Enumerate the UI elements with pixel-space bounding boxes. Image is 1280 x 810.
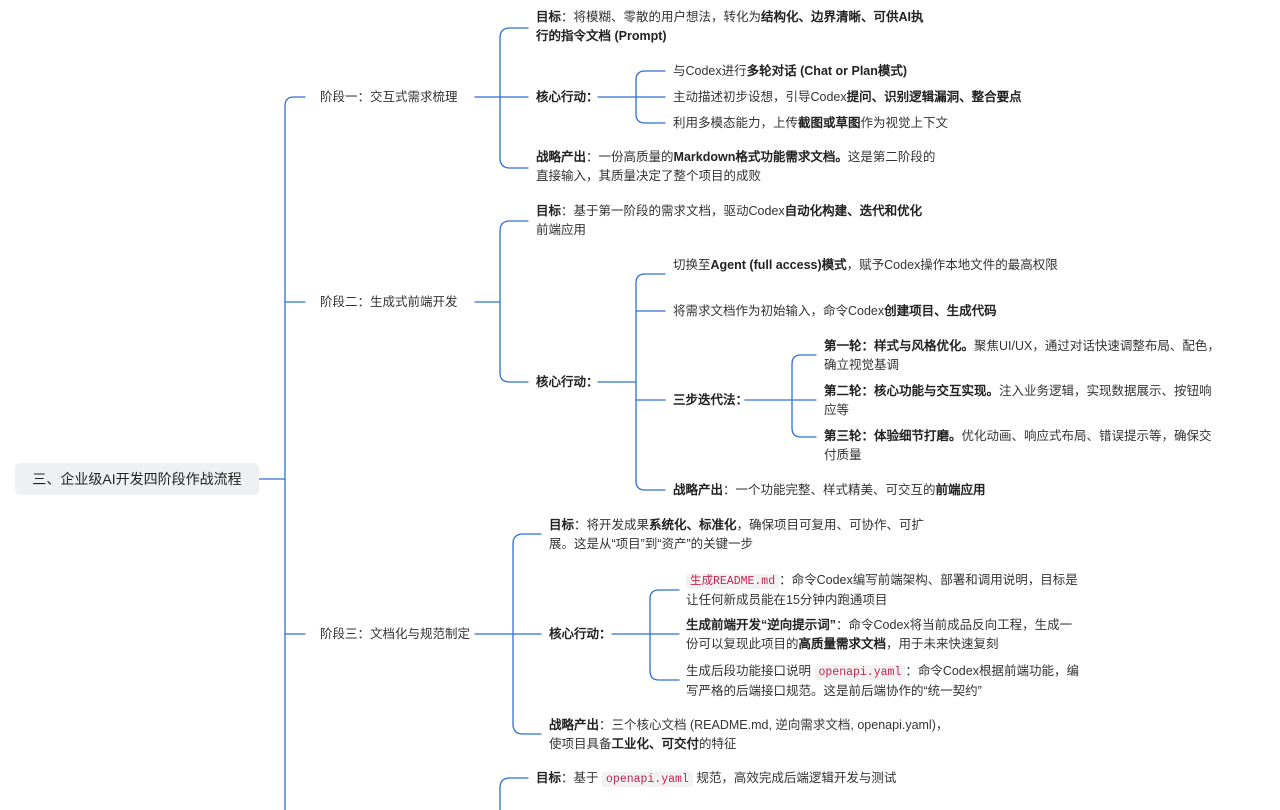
phase3-topic[interactable]: 阶段三：文档化与规范制定 [320, 627, 471, 641]
openapi-code: openapi.yaml [602, 772, 693, 787]
action-pre: 与Codex进行 [673, 64, 747, 78]
goal-key: 目标 [536, 204, 562, 218]
round-bold: 第二轮：核心功能与交互实现。 [824, 384, 1000, 398]
action-bold: 创建项目、生成代码 [884, 304, 997, 318]
action-bold: 多轮对话 (Chat or Plan模式) [746, 64, 908, 78]
phase2-output[interactable]: 战略产出：一个功能完整、样式精美、可交互的前端应用 [673, 481, 986, 500]
goal-post: ，确保项目可复用、可协作、可扩展。这是从“项目”到“资产”的关键一步 [549, 518, 925, 551]
iteration-round-2[interactable]: 第二轮：核心功能与交互实现。注入业务逻辑，实现数据展示、按钮响应等 [824, 382, 1224, 420]
output-bold: 前端应用 [935, 483, 986, 497]
output-post: 这是第二阶段的直接输入，其质量决定了整个项目的成败 [536, 150, 936, 183]
iteration-round-3[interactable]: 第三轮：体验细节打磨。优化动画、响应式布局、错误提示等，确保交付质量 [824, 427, 1224, 465]
round-text: 注入业务逻辑，实现数据展示、按钮响应等 [824, 384, 1212, 417]
phase3-action-readme[interactable]: 生成README.md：命令Codex编写前端架构、部署和调用说明，目标是让任何… [686, 571, 1081, 610]
action-bold: 提问、识别逻辑漏洞、整合要点 [846, 90, 1022, 104]
output-bold: 工业化、可交付 [611, 737, 700, 751]
goal-bold: 结构化、边界清晰、可供AI执行的指令文档 (Prompt) [536, 10, 924, 43]
goal-post: 规范，高效完成后端逻辑开发与测试 [696, 771, 897, 785]
phase1-actions-topic[interactable]: 核心行动： [536, 90, 599, 104]
phase3-output[interactable]: 战略产出：三个核心文档 (README.md, 逆向需求文档, openapi.… [549, 716, 949, 754]
goal-bold: 自动化构建、迭代和优化 [784, 204, 923, 218]
round-text: 优化动画、响应式布局、错误提示等，确保交付质量 [824, 429, 1212, 462]
phase2-topic[interactable]: 阶段二：生成式前端开发 [320, 295, 458, 309]
action-bold: 生成前端开发“逆向提示词” [686, 618, 837, 632]
action-post: ，赋予Codex操作本地文件的最高权限 [846, 258, 1058, 272]
phase1-action-1[interactable]: 与Codex进行多轮对话 (Chat or Plan模式) [673, 62, 907, 81]
phase4-goal[interactable]: 目标：基于 openapi.yaml 规范，高效完成后端逻辑开发与测试 [536, 769, 896, 789]
round-bold: 第三轮：体验细节打磨。 [824, 429, 962, 443]
round-text: 聚焦UI/UX，通过对话快速调整布局、配色，确立视觉基调 [824, 339, 1220, 372]
action-pre: 利用多模态能力，上传 [673, 116, 799, 130]
phase1-action-2[interactable]: 主动描述初步设想，引导Codex提问、识别逻辑漏洞、整合要点 [673, 88, 1022, 107]
phase1-topic[interactable]: 阶段一：交互式需求梳理 [320, 90, 458, 104]
goal-text: ：基于 [561, 771, 599, 785]
output-text: ：三个核心文档 (README.md, 逆向需求文档, openapi.yaml… [549, 718, 949, 751]
output-key: 战略产出 [536, 150, 587, 164]
phase2-actions-topic[interactable]: 核心行动： [536, 375, 599, 389]
root-topic[interactable]: 三、企业级AI开发四阶段作战流程 [15, 463, 259, 495]
action-pre: 将需求文档作为初始输入，命令Codex [673, 304, 885, 318]
goal-bold: 系统化、标准化 [649, 518, 737, 532]
goal-key: 目标 [536, 10, 562, 24]
output-text: ：一份高质量的 [586, 150, 674, 164]
output-key: 战略产出 [549, 718, 600, 732]
action-bold: 截图或草图 [798, 116, 861, 130]
action-bold: Agent (full access)模式 [710, 258, 847, 272]
phase2-action-1[interactable]: 切换至Agent (full access)模式，赋予Codex操作本地文件的最… [673, 256, 1063, 275]
goal-text: ：基于第一阶段的需求文档，驱动Codex [561, 204, 785, 218]
round-bold: 第一轮：样式与风格优化。 [824, 339, 975, 353]
phase1-action-3[interactable]: 利用多模态能力，上传截图或草图作为视觉上下文 [673, 114, 948, 133]
openapi-code: openapi.yaml [814, 665, 906, 680]
phase1-output[interactable]: 战略产出：一份高质量的Markdown格式功能需求文档。这是第二阶段的直接输入，… [536, 148, 936, 186]
action-pre: 主动描述初步设想，引导Codex [673, 90, 847, 104]
goal-text: ：将模糊、零散的用户想法，转化为 [561, 10, 762, 24]
goal-key: 目标 [549, 518, 575, 532]
action-text: ：命令Codex编写前端架构、部署和调用说明，目标是让任何新成员能在15分钟内跑… [686, 573, 1078, 607]
phase3-action-reverse-prompt[interactable]: 生成前端开发“逆向提示词”：命令Codex将当前成品反向工程，生成一份可以复现此… [686, 616, 1081, 654]
action-post: 作为视觉上下文 [860, 116, 949, 130]
iteration-method-topic[interactable]: 三步迭代法： [673, 393, 749, 407]
phase2-action-2[interactable]: 将需求文档作为初始输入，命令Codex创建项目、生成代码 [673, 302, 997, 321]
goal-post: 前端应用 [536, 223, 587, 237]
phase3-actions-topic[interactable]: 核心行动： [549, 627, 612, 641]
output-key: 战略产出 [673, 483, 724, 497]
iteration-round-1[interactable]: 第一轮：样式与风格优化。聚焦UI/UX，通过对话快速调整布局、配色，确立视觉基调 [824, 337, 1224, 375]
phase3-goal[interactable]: 目标：将开发成果系统化、标准化，确保项目可复用、可协作、可扩展。这是从“项目”到… [549, 516, 944, 554]
output-text: ：一个功能完整、样式精美、可交互的 [723, 483, 936, 497]
action-text: ：命令Codex将当前成品反向工程，生成一份可以复现此项目的 [686, 618, 1073, 651]
output-post: 的特征 [699, 737, 737, 751]
action-post: ：命令Codex根据前端功能，编写严格的后端接口规范。这是前后端协作的“统一契约… [686, 664, 1079, 698]
phase2-goal[interactable]: 目标：基于第一阶段的需求文档，驱动Codex自动化构建、迭代和优化前端应用 [536, 202, 931, 240]
action-pre: 生成后段功能接口说明 [686, 664, 812, 678]
goal-text: ：将开发成果 [574, 518, 650, 532]
output-bold: Markdown格式功能需求文档。 [673, 150, 848, 164]
phase1-goal[interactable]: 目标：将模糊、零散的用户想法，转化为结构化、边界清晰、可供AI执行的指令文档 (… [536, 8, 931, 46]
phase3-action-openapi[interactable]: 生成后段功能接口说明 openapi.yaml：命令Codex根据前端功能，编写… [686, 662, 1081, 701]
goal-key: 目标 [536, 771, 562, 785]
action-post: ，用于未来快速复刻 [886, 637, 999, 651]
readme-code: 生成README.md [686, 574, 780, 589]
action-pre: 切换至 [673, 258, 711, 272]
action-bold-2: 高质量需求文档 [798, 637, 887, 651]
